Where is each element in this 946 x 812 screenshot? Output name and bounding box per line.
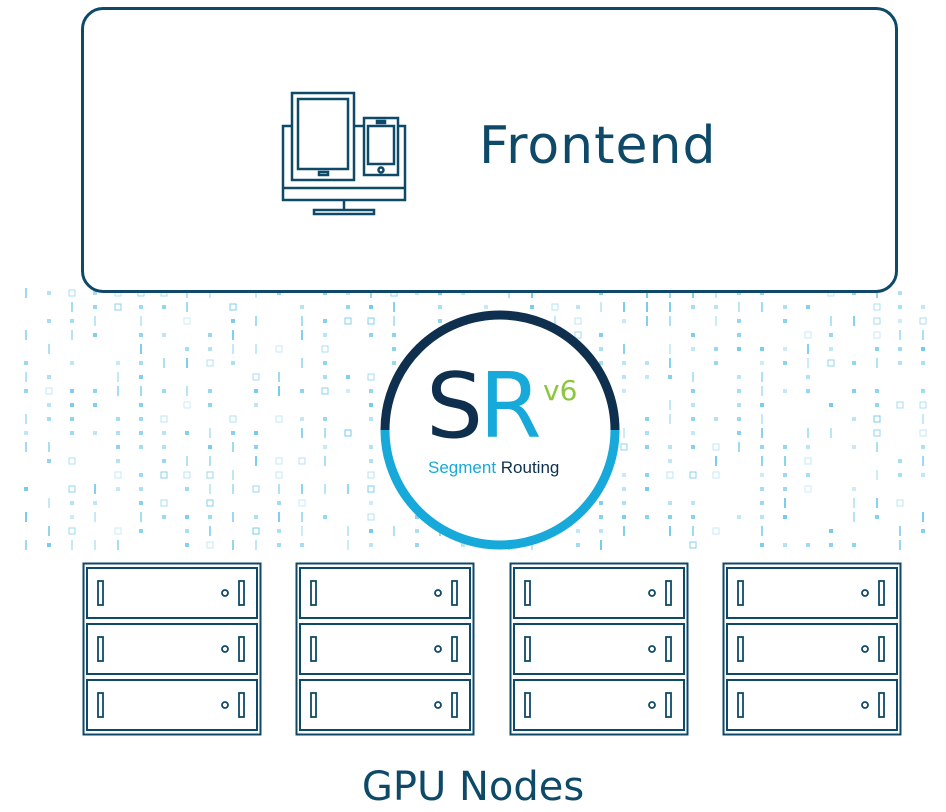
gpu-server-3: [509, 562, 689, 736]
gpu-nodes-label: GPU Nodes: [361, 764, 585, 810]
sr-letter-s: S: [426, 354, 483, 459]
gpu-server-4: [722, 562, 902, 736]
sr-version: v6: [543, 374, 578, 407]
sr-letter-r: R: [479, 354, 542, 459]
srv6-logo: SR v6 Segment Routing: [378, 308, 622, 552]
gpu-server-1: [82, 562, 262, 736]
gpu-server-2: [295, 562, 475, 736]
sr-caption: Segment Routing: [428, 458, 559, 478]
frontend-label: Frontend: [479, 116, 717, 176]
srv6-ring: [380, 310, 620, 550]
frontend-box: Frontend: [81, 7, 898, 293]
sr-caption-segment: Segment: [428, 458, 501, 477]
sr-caption-routing: Routing: [500, 458, 560, 477]
sr-letters: SR: [426, 362, 542, 452]
devices-icon: [281, 91, 407, 216]
